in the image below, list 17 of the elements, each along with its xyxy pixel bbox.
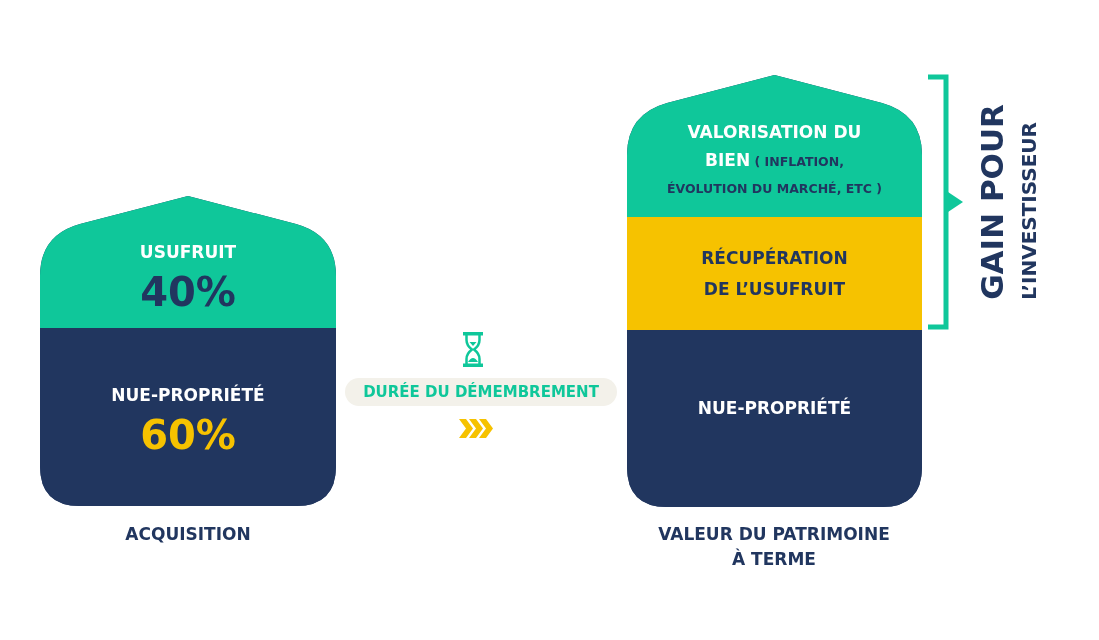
band-label: RÉCUPÉRATION DE L’USUFRUIT: [700, 246, 849, 301]
share-band: [627, 217, 922, 330]
band-label: NUE-PROPRIÉTÉ: [111, 384, 265, 406]
vertical-heading: GAIN POUR: [977, 104, 1008, 300]
house-shape: [40, 196, 336, 506]
share-band: [40, 196, 336, 328]
vertical-subheading: L’INVESTISSEUR: [1019, 122, 1039, 300]
house-shape: [627, 75, 922, 507]
share-band: [627, 75, 922, 217]
percentage-value: 60%: [140, 413, 236, 457]
duration-label: DURÉE DU DÉMEMBREMENT: [363, 381, 599, 403]
percentage-value: 40%: [140, 270, 236, 314]
band-label: NUE-PROPRIÉTÉ: [697, 397, 852, 419]
band-label: VALORISATION DU BIEN ( INFLATION, ÉVOLUTION DU MARCHÉ, ETC ): [665, 121, 884, 198]
caption-label: ACQUISITION: [124, 523, 252, 546]
caption-label: VALEUR DU PATRIMOINE À TERME: [657, 523, 891, 571]
band-label: USUFRUIT: [139, 241, 237, 263]
